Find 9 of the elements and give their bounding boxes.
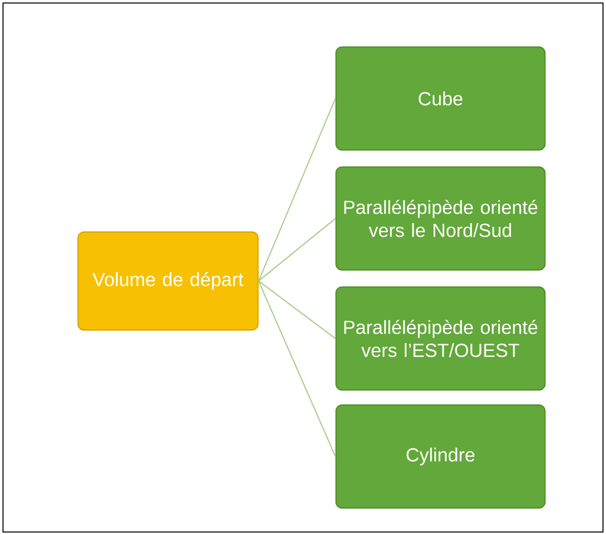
connector-line	[258, 218, 336, 282]
start-box: Volume de départ	[77, 231, 259, 331]
option-box: Parallélépipède orienté vers le Nord/Sud	[335, 166, 546, 271]
option-box: Cylindre	[335, 404, 546, 509]
connector-line	[258, 98, 336, 282]
connector-line	[258, 280, 336, 339]
option-box: Parallélépipède orienté vers l’EST/OUEST	[335, 286, 546, 391]
option-box: Cube	[335, 46, 546, 151]
connector-line	[258, 280, 336, 457]
